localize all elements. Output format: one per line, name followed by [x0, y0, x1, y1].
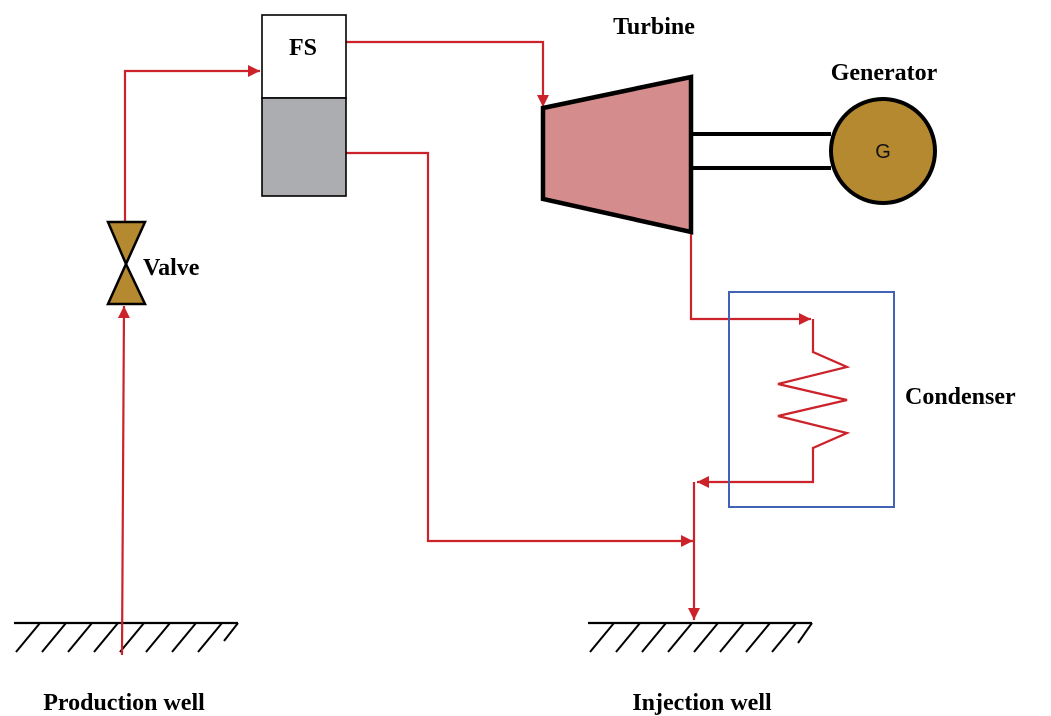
- pipe-valve-to-separator: [123, 65, 260, 222]
- pipe-brine-to-injection: [346, 151, 693, 547]
- condenser-label: Condenser: [905, 384, 1016, 410]
- valve-icon: [106, 220, 147, 306]
- generator-label: Generator: [831, 60, 938, 86]
- generator-icon: [829, 97, 937, 205]
- condenser-coil: [697, 319, 851, 488]
- turbine-label: Turbine: [613, 14, 695, 40]
- condenser-box: [728, 291, 895, 508]
- production-well-ground: [14, 621, 239, 653]
- pipe-steam-to-turbine: [346, 40, 549, 107]
- flash-separator-label: FS: [289, 35, 317, 61]
- pipe-production-to-valve: [117, 305, 130, 656]
- production-well-label: Production well: [43, 690, 205, 716]
- injection-well-label: Injection well: [632, 690, 772, 716]
- generator-symbol: G: [875, 141, 891, 163]
- turbine-shape: [540, 74, 694, 235]
- injection-well-ground: [588, 621, 813, 653]
- turbine-generator-shaft: [691, 132, 831, 170]
- flash-separator: [261, 14, 347, 197]
- valve-label: Valve: [143, 255, 200, 281]
- pipe-turbine-to-condenser: [689, 232, 811, 325]
